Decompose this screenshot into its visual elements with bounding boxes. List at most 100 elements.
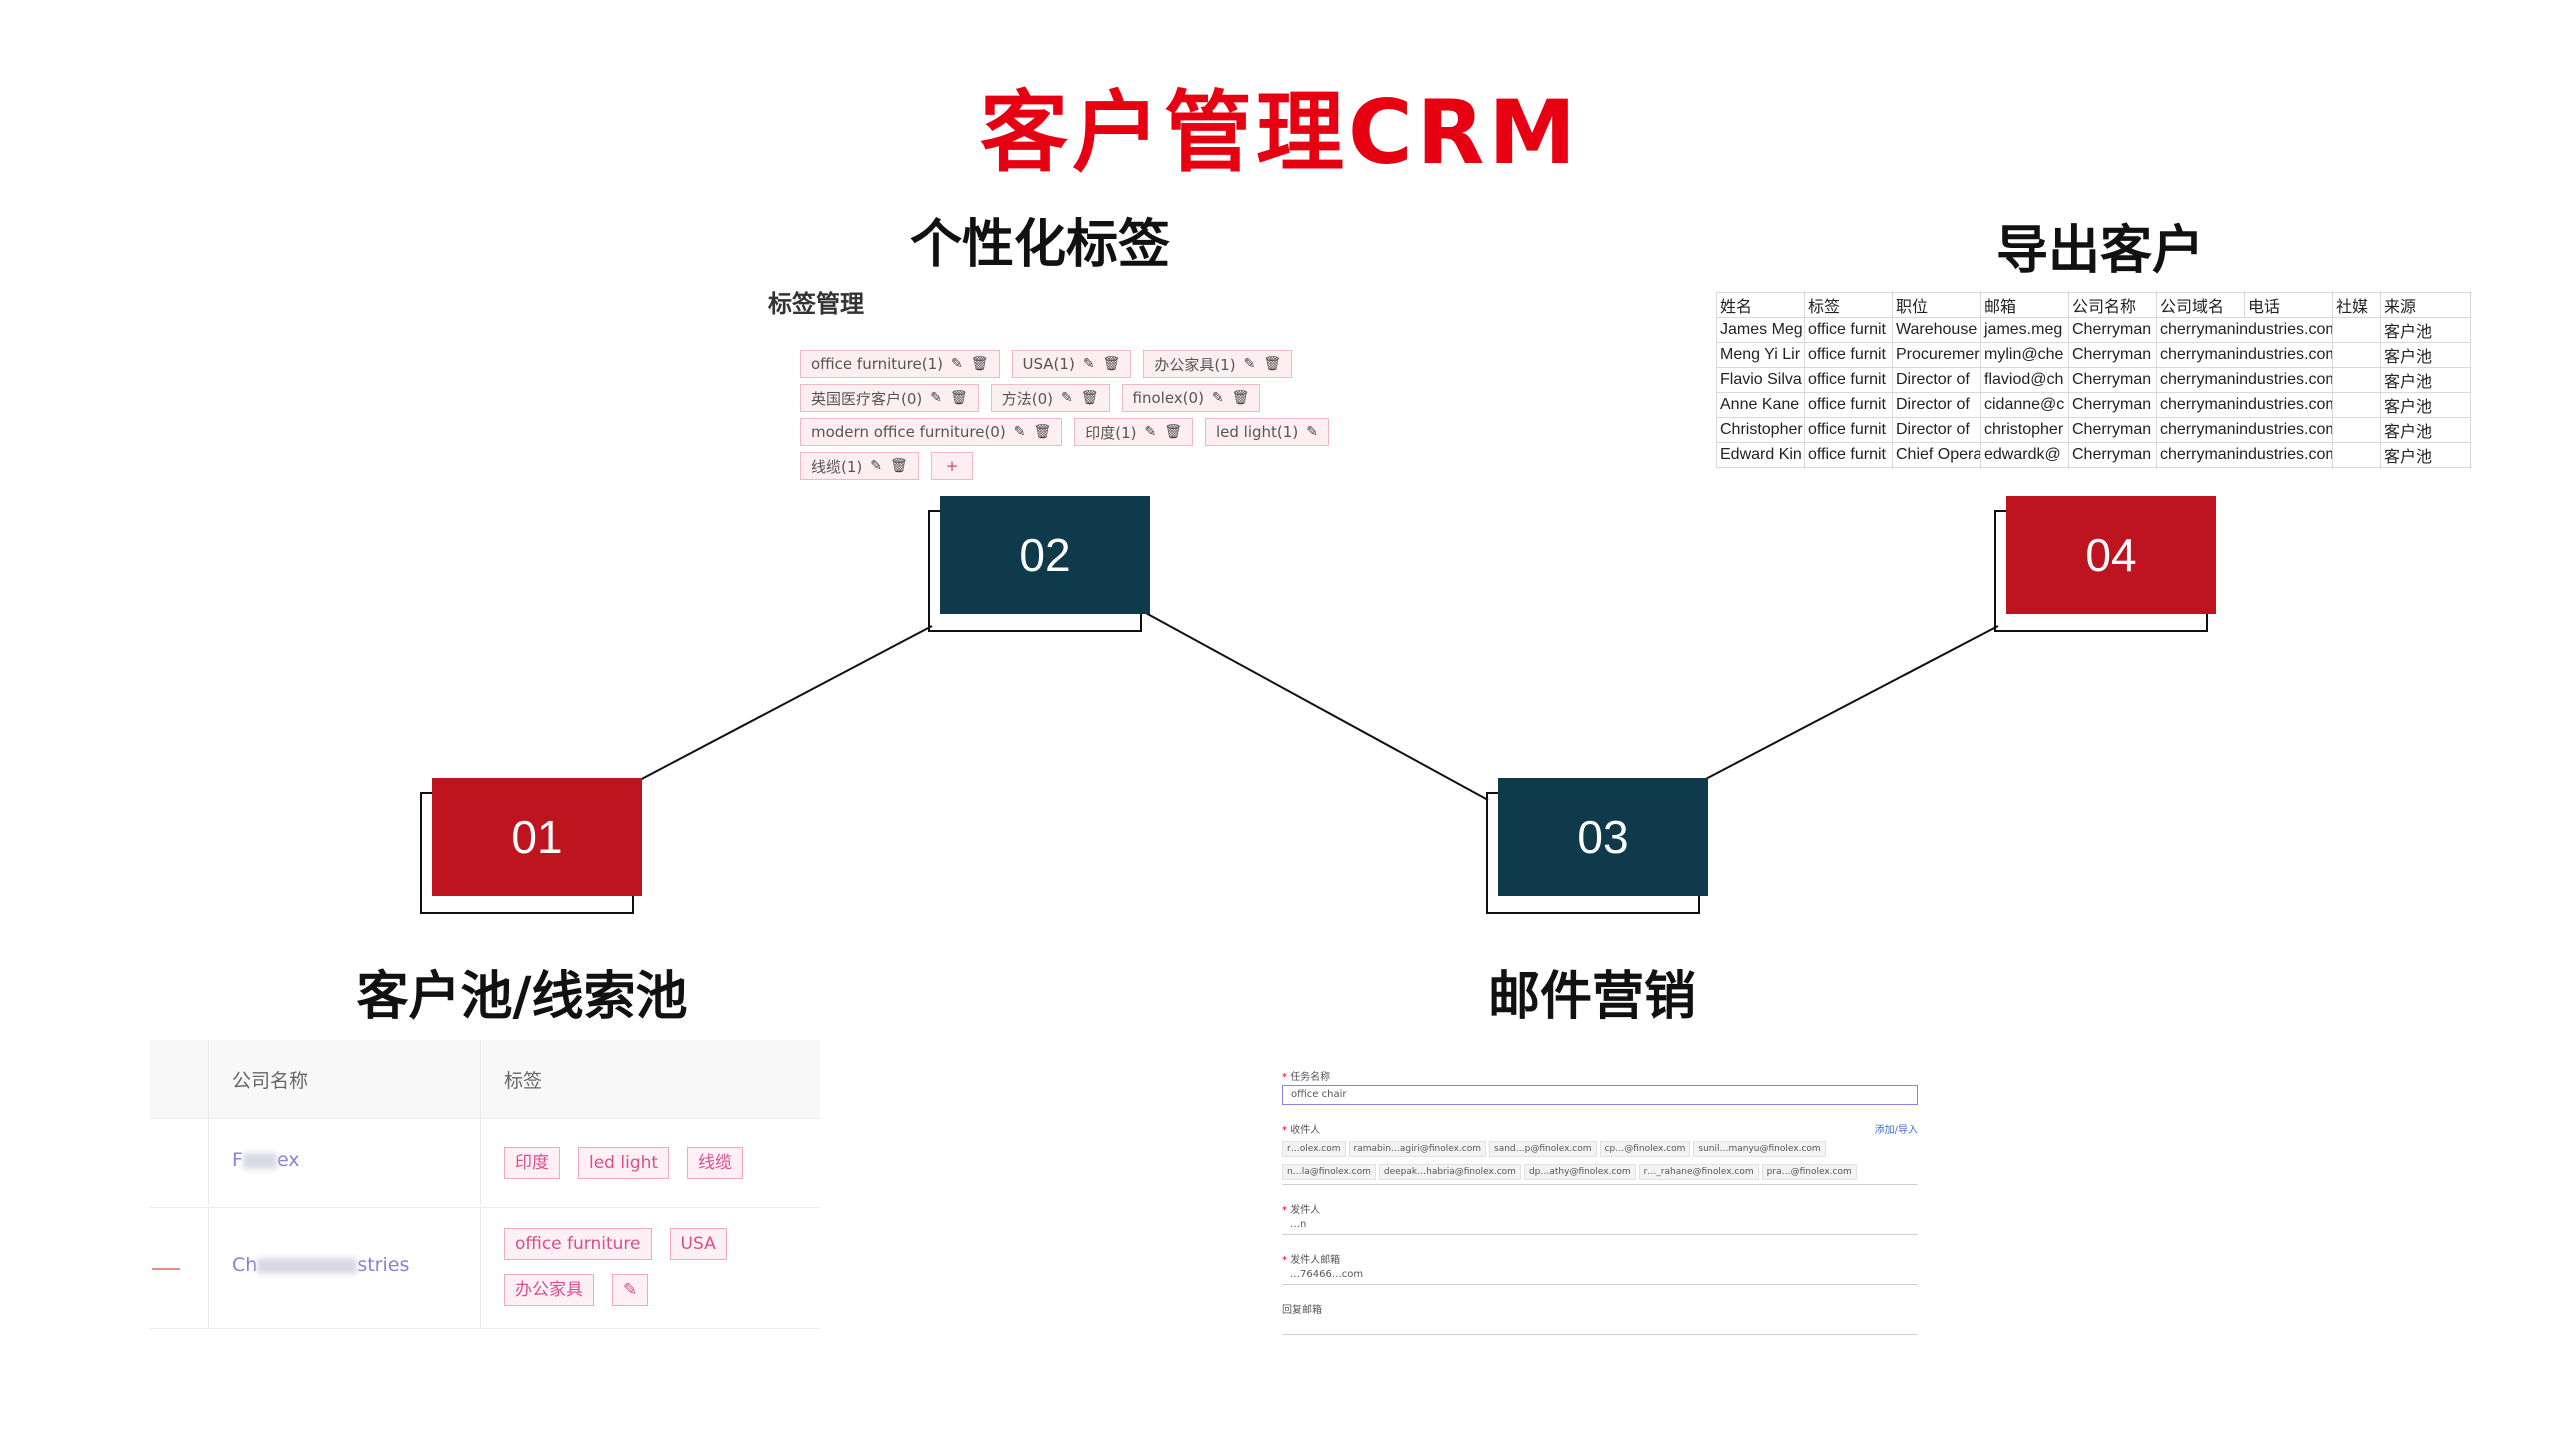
- tag-chip[interactable]: 印度: [504, 1147, 560, 1179]
- edit-icon[interactable]: ✎: [1061, 390, 1073, 406]
- col-header: 公司名称: [2068, 292, 2157, 318]
- tag-chip[interactable]: led light: [578, 1147, 670, 1179]
- delete-icon[interactable]: 🗑: [1080, 390, 1099, 406]
- cell: Chief Opera: [1892, 442, 1981, 468]
- reply-email-input[interactable]: [1282, 1316, 1918, 1335]
- col-header: 来源: [2380, 292, 2471, 318]
- delete-icon[interactable]: 🗑: [1033, 424, 1052, 440]
- tag-chip[interactable]: office furniture: [504, 1228, 652, 1260]
- recipients-label: * 收件人: [1282, 1125, 1321, 1136]
- section-03-title: 邮件营销: [1487, 966, 1696, 1027]
- cell: 客户池: [2380, 442, 2471, 468]
- tag-label: 线缆(1): [811, 457, 863, 476]
- tag-item[interactable]: led light(1)✎: [1205, 418, 1329, 446]
- cell: 客户池: [2380, 392, 2471, 418]
- sender-input[interactable]: …n: [1282, 1216, 1918, 1235]
- cell: 客户池: [2380, 367, 2471, 393]
- col-header-company: 公司名称: [232, 1070, 309, 1092]
- cell: cherrymanindustries.com: [2156, 342, 2333, 368]
- cell: Cherryman: [2068, 367, 2157, 393]
- col-header: 社媒: [2332, 292, 2381, 318]
- col-header-tags: 标签: [504, 1070, 543, 1092]
- edit-icon[interactable]: ✎: [1144, 424, 1157, 440]
- delete-icon[interactable]: 🗑: [949, 390, 968, 406]
- add-tag-button[interactable]: +: [930, 452, 974, 480]
- recipient-chip[interactable]: deepak…habria@finolex.com: [1378, 1164, 1521, 1180]
- tag-chip[interactable]: 线缆: [687, 1147, 744, 1179]
- tag-list: 印度 led light 线缆: [504, 1147, 761, 1179]
- cell: office furnit: [1804, 417, 1893, 443]
- recipient-chip[interactable]: ramabin…agiri@finolex.com: [1348, 1141, 1487, 1157]
- export-table: 姓名 标签 职位 邮箱 公司名称 公司域名 电话 社媒 来源 James Meg…: [1716, 292, 2471, 468]
- tag-row-4: 线缆(1) ✎ 🗑 +: [800, 452, 974, 480]
- edit-icon[interactable]: ✎: [1211, 390, 1224, 406]
- tag-item[interactable]: modern office furniture(0)✎🗑: [800, 418, 1063, 446]
- tag-item[interactable]: 印度(1)✎🗑: [1074, 418, 1193, 446]
- tag-item[interactable]: 办公家具(1) ✎ 🗑: [1143, 350, 1293, 378]
- sender-email-input[interactable]: …76466…com: [1282, 1266, 1918, 1285]
- tag-label: office furniture(1): [811, 355, 943, 373]
- edit-icon[interactable]: ✎: [870, 458, 882, 474]
- tag-item[interactable]: finolex(0)✎🗑: [1121, 384, 1261, 412]
- step-04-number: 04: [2006, 496, 2216, 614]
- tag-item[interactable]: 线缆(1) ✎ 🗑: [800, 452, 919, 480]
- recipient-chip[interactable]: r…_rahane@finolex.com: [1638, 1164, 1759, 1180]
- recipient-chip[interactable]: cp…@finolex.com: [1599, 1141, 1691, 1157]
- col-header: 电话: [2244, 292, 2333, 318]
- connector-03-04: [1699, 625, 1999, 783]
- recipient-chip[interactable]: n…la@finolex.com: [1282, 1164, 1376, 1180]
- step-01: 01: [420, 778, 642, 914]
- tag-item[interactable]: 方法(0)✎🗑: [990, 384, 1110, 412]
- tag-chip[interactable]: USA: [669, 1228, 727, 1260]
- edit-icon[interactable]: ✎: [1243, 356, 1256, 372]
- sender-email-label: * 发件人邮箱: [1282, 1255, 1341, 1266]
- tag-item[interactable]: 英国医疗客户(0)✎🗑: [800, 384, 979, 412]
- tag-chip[interactable]: 办公家具: [504, 1274, 594, 1306]
- cell: office furnit: [1804, 392, 1893, 418]
- step-03: 03: [1486, 778, 1708, 914]
- cell: Director of: [1892, 417, 1981, 443]
- delete-icon[interactable]: 🗑: [889, 458, 908, 474]
- add-import-link[interactable]: 添加/导入: [1874, 1125, 1918, 1136]
- edit-icon[interactable]: ✎: [1082, 356, 1095, 372]
- recipient-chip[interactable]: r…olex.com: [1282, 1141, 1346, 1157]
- delete-icon[interactable]: 🗑: [1263, 356, 1282, 372]
- delete-icon[interactable]: 🗑: [1102, 356, 1121, 372]
- cell: Anne Kane: [1716, 392, 1805, 418]
- cell: Flavio Silva: [1716, 367, 1805, 393]
- tag-item[interactable]: office furniture(1) ✎ 🗑: [800, 350, 1000, 378]
- cell: office furnit: [1804, 342, 1893, 368]
- recipient-chip[interactable]: dp…athy@finolex.com: [1523, 1164, 1636, 1180]
- edit-icon[interactable]: ✎: [951, 356, 963, 372]
- delete-icon[interactable]: 🗑: [1231, 390, 1250, 406]
- task-name-input[interactable]: office chair: [1282, 1085, 1918, 1105]
- edit-icon[interactable]: ✎: [612, 1274, 649, 1306]
- delete-icon[interactable]: 🗑: [970, 356, 989, 372]
- cell: 客户池: [2380, 417, 2471, 443]
- tag-label: 办公家具(1): [1154, 355, 1236, 374]
- recipient-chip[interactable]: sunil…manyu@finolex.com: [1693, 1141, 1826, 1157]
- col-header: 邮箱: [1980, 292, 2069, 318]
- edit-icon[interactable]: ✎: [1013, 424, 1026, 440]
- recipient-chip[interactable]: sand…p@finolex.com: [1489, 1141, 1597, 1157]
- cell: office furnit: [1804, 367, 1893, 393]
- cell: cherrymanindustries.com: [2156, 367, 2333, 393]
- recipient-chip[interactable]: pra…@finolex.com: [1761, 1164, 1857, 1180]
- section-04-title: 导出客户: [1995, 220, 2204, 281]
- cell: cherrymanindustries.com: [2156, 417, 2333, 443]
- edit-icon[interactable]: ✎: [1306, 424, 1318, 440]
- edit-icon[interactable]: ✎: [930, 390, 942, 406]
- delete-icon[interactable]: 🗑: [1164, 424, 1182, 440]
- tag-item[interactable]: USA(1)✎🗑: [1011, 350, 1132, 378]
- task-name-label: * 任务名称: [1282, 1072, 1331, 1083]
